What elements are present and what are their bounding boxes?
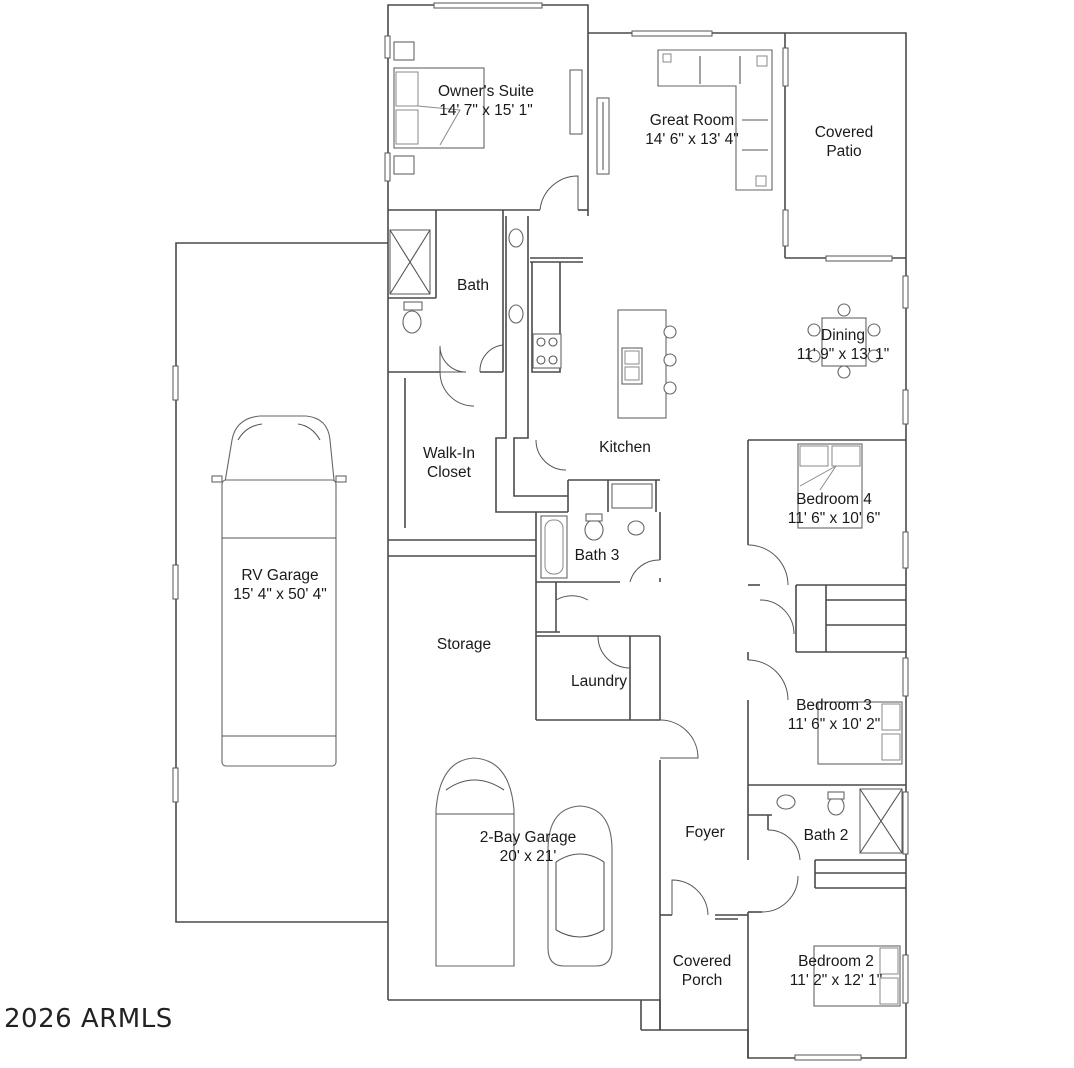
- room-label-walk-in-closet: Walk-In Closet: [423, 445, 475, 481]
- rv-vehicle-icon: [211, 415, 347, 767]
- room-label-bedroom-4: Bedroom 4 11' 6" x 10' 6": [787, 491, 881, 527]
- room-label-bath-3: Bath 3: [574, 547, 620, 564]
- room-label-bath-2: Bath 2: [803, 827, 849, 844]
- van-vehicle-icon: [435, 757, 515, 967]
- room-label-bedroom-3: Bedroom 3 11' 6" x 10' 2": [787, 697, 881, 733]
- room-label-two-bay-garage: 2-Bay Garage 20' x 21': [479, 829, 577, 865]
- room-label-covered-porch: Covered Porch: [672, 953, 732, 989]
- interior-walls: [388, 209, 906, 1058]
- room-label-rv-garage: RV Garage 15' 4" x 50' 4": [233, 567, 327, 603]
- room-label-bedroom-2: Bedroom 2 11' 2" x 12' 1": [789, 953, 883, 989]
- room-label-kitchen: Kitchen: [599, 439, 651, 456]
- room-label-covered-patio: Covered Patio: [814, 124, 874, 160]
- fixtures: [389, 41, 903, 1007]
- windows: [172, 2, 909, 1061]
- room-label-owners-suite: Owner's Suite 14' 7" x 15' 1": [438, 83, 534, 119]
- room-label-great-room: Great Room 14' 6" x 13' 4": [645, 112, 739, 148]
- doors: [439, 175, 801, 916]
- car-vehicle-icon: [547, 805, 613, 967]
- copyright-watermark: 2026 ARMLS: [4, 1004, 173, 1034]
- room-label-dining: Dining 11' 9" x 13' 1": [796, 327, 890, 363]
- room-label-laundry: Laundry: [570, 673, 628, 690]
- room-label-foyer: Foyer: [685, 824, 725, 841]
- room-label-storage: Storage: [436, 636, 492, 653]
- room-label-bath: Bath: [457, 277, 489, 294]
